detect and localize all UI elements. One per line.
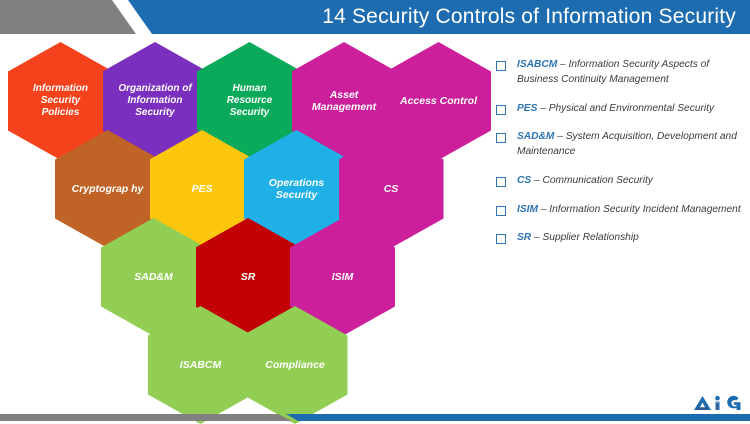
- hexagon-cell[interactable]: Cryptograp hy: [55, 130, 160, 248]
- hexagon-grid: Information Security Policies Organizatio…: [0, 34, 500, 424]
- checkbox-bullet-icon: [496, 61, 506, 71]
- footer-blue-shape: [286, 414, 750, 421]
- hexagon-label: ISABCM: [179, 358, 222, 371]
- legend-description: System Acquisition, Development and Main…: [517, 131, 737, 158]
- legend-text: CS – Communication Security: [517, 174, 653, 189]
- legend-item: ISIM – Information Security Incident Man…: [492, 203, 742, 218]
- legend-abbreviation: ISIM: [517, 203, 538, 215]
- hexagon-label: SR: [240, 270, 256, 283]
- legend-dash: –: [557, 59, 569, 70]
- hexagon-label: PES: [191, 182, 213, 195]
- legend-item: SR – Supplier Relationship: [492, 231, 742, 246]
- checkbox-bullet-icon: [496, 104, 506, 115]
- checkbox-bullet-icon: [496, 133, 506, 144]
- legend-text: SAD&M – System Acquisition, Development …: [517, 130, 742, 160]
- hexagon-label: Information Security Policies: [33, 83, 88, 118]
- legend-description: Physical and Environmental Security: [548, 102, 715, 114]
- hexagon-label: CS: [383, 182, 399, 195]
- hexagon-label: Access Control: [399, 94, 478, 107]
- hexagon-label: Compliance: [265, 358, 325, 371]
- legend-item: ISABCM – Information Security Aspects of…: [492, 58, 742, 88]
- legend-list: ISABCM – Information Security Aspects of…: [492, 58, 742, 260]
- footer-grey-shape: [0, 414, 292, 421]
- page-title: 14 Security Controls of Information Secu…: [322, 5, 736, 28]
- hexagon-label: Organization of Information Security: [118, 83, 192, 118]
- checkbox-bullet-icon: [496, 205, 506, 216]
- header-blue-shape: [128, 0, 750, 34]
- legend-dash: –: [537, 203, 550, 215]
- legend-description: Supplier Relationship: [542, 232, 639, 244]
- header-grey-shape: [0, 0, 136, 34]
- hexagon-label: Operations Security: [268, 176, 325, 201]
- legend-abbreviation: ISABCM: [517, 59, 558, 70]
- legend-description: Information Security Incident Management: [549, 203, 741, 215]
- legend-dash: –: [537, 102, 549, 114]
- legend-abbreviation: CS: [517, 174, 532, 186]
- legend-dash: –: [531, 174, 543, 186]
- legend-dash: –: [554, 131, 566, 143]
- header-banner: 14 Security Controls of Information Secu…: [0, 0, 750, 34]
- checkbox-bullet-icon: [496, 176, 506, 187]
- hexagon-label: Asset Management: [311, 88, 377, 113]
- legend-abbreviation: SAD&M: [517, 131, 555, 143]
- legend-text: ISABCM – Information Security Aspects of…: [517, 58, 742, 88]
- legend-item: SAD&M – System Acquisition, Development …: [492, 130, 742, 160]
- hexagon-label: SAD&M: [134, 270, 173, 283]
- legend-abbreviation: PES: [517, 102, 538, 114]
- legend-text: PES – Physical and Environmental Securit…: [517, 102, 714, 117]
- aig-logo: [692, 395, 744, 412]
- legend-text: ISIM – Information Security Incident Man…: [517, 203, 741, 218]
- footer-bar: [0, 407, 750, 421]
- legend-description: Communication Security: [542, 174, 653, 186]
- aig-logo-icon: [694, 395, 741, 410]
- hexagon-label: Human Resource Security: [226, 83, 273, 118]
- hexagon-label: ISIM: [331, 270, 354, 283]
- legend-description: Information Security Aspects of Business…: [517, 59, 710, 85]
- legend-item: PES – Physical and Environmental Securit…: [492, 102, 742, 117]
- legend-text: SR – Supplier Relationship: [517, 231, 639, 246]
- legend-abbreviation: SR: [517, 232, 532, 244]
- hexagon-label: Cryptograp hy: [71, 182, 144, 195]
- legend-item: CS – Communication Security: [492, 174, 742, 189]
- legend-dash: –: [531, 232, 543, 244]
- checkbox-bullet-icon: [496, 234, 506, 245]
